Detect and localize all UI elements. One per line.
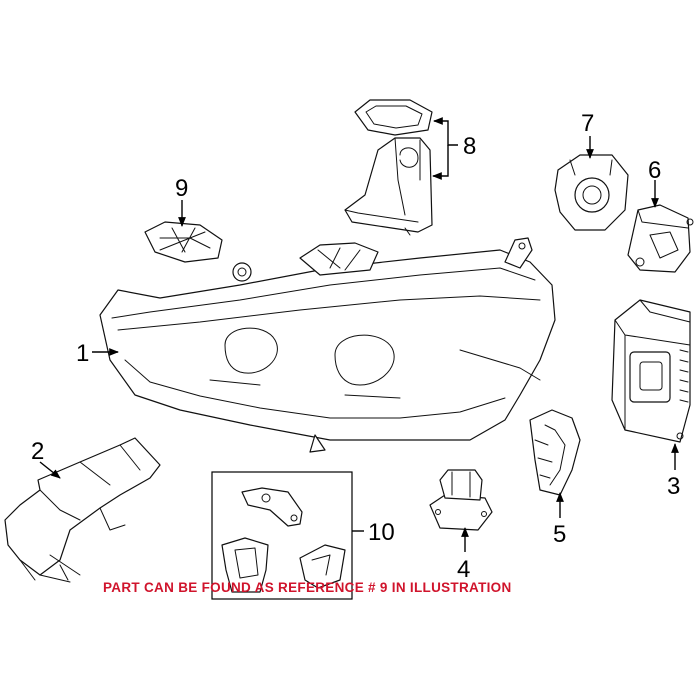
cap [144,221,223,263]
callout-7: 7 [581,110,594,137]
leader-8b [432,145,449,180]
reference-note: PART CAN BE FOUND AS REFERENCE # 9 IN IL… [103,580,512,595]
callout-4: 4 [457,556,470,583]
callout-10: 10 [368,519,395,546]
control-module [611,299,691,443]
callout-3: 3 [667,473,680,500]
housing-cap [344,137,433,236]
callout-6: 6 [648,157,661,184]
adjuster-motor [627,204,694,273]
callout-5: 5 [553,521,566,548]
callout-1: 1 [76,340,89,367]
leader-8a [433,117,458,146]
led-module [529,409,581,496]
callout-2: 2 [31,438,44,465]
bulb-socket [429,469,493,531]
leader-lines [39,117,679,552]
kit-box [211,471,353,600]
cover-gasket [354,99,433,136]
callout-9: 9 [175,175,188,202]
lower-bracket [4,437,161,583]
ring-shroud [554,154,629,231]
headlight-assembly [99,237,556,453]
leader-2 [39,461,61,479]
bracket-kit [211,471,353,600]
callout-8: 8 [463,133,476,160]
